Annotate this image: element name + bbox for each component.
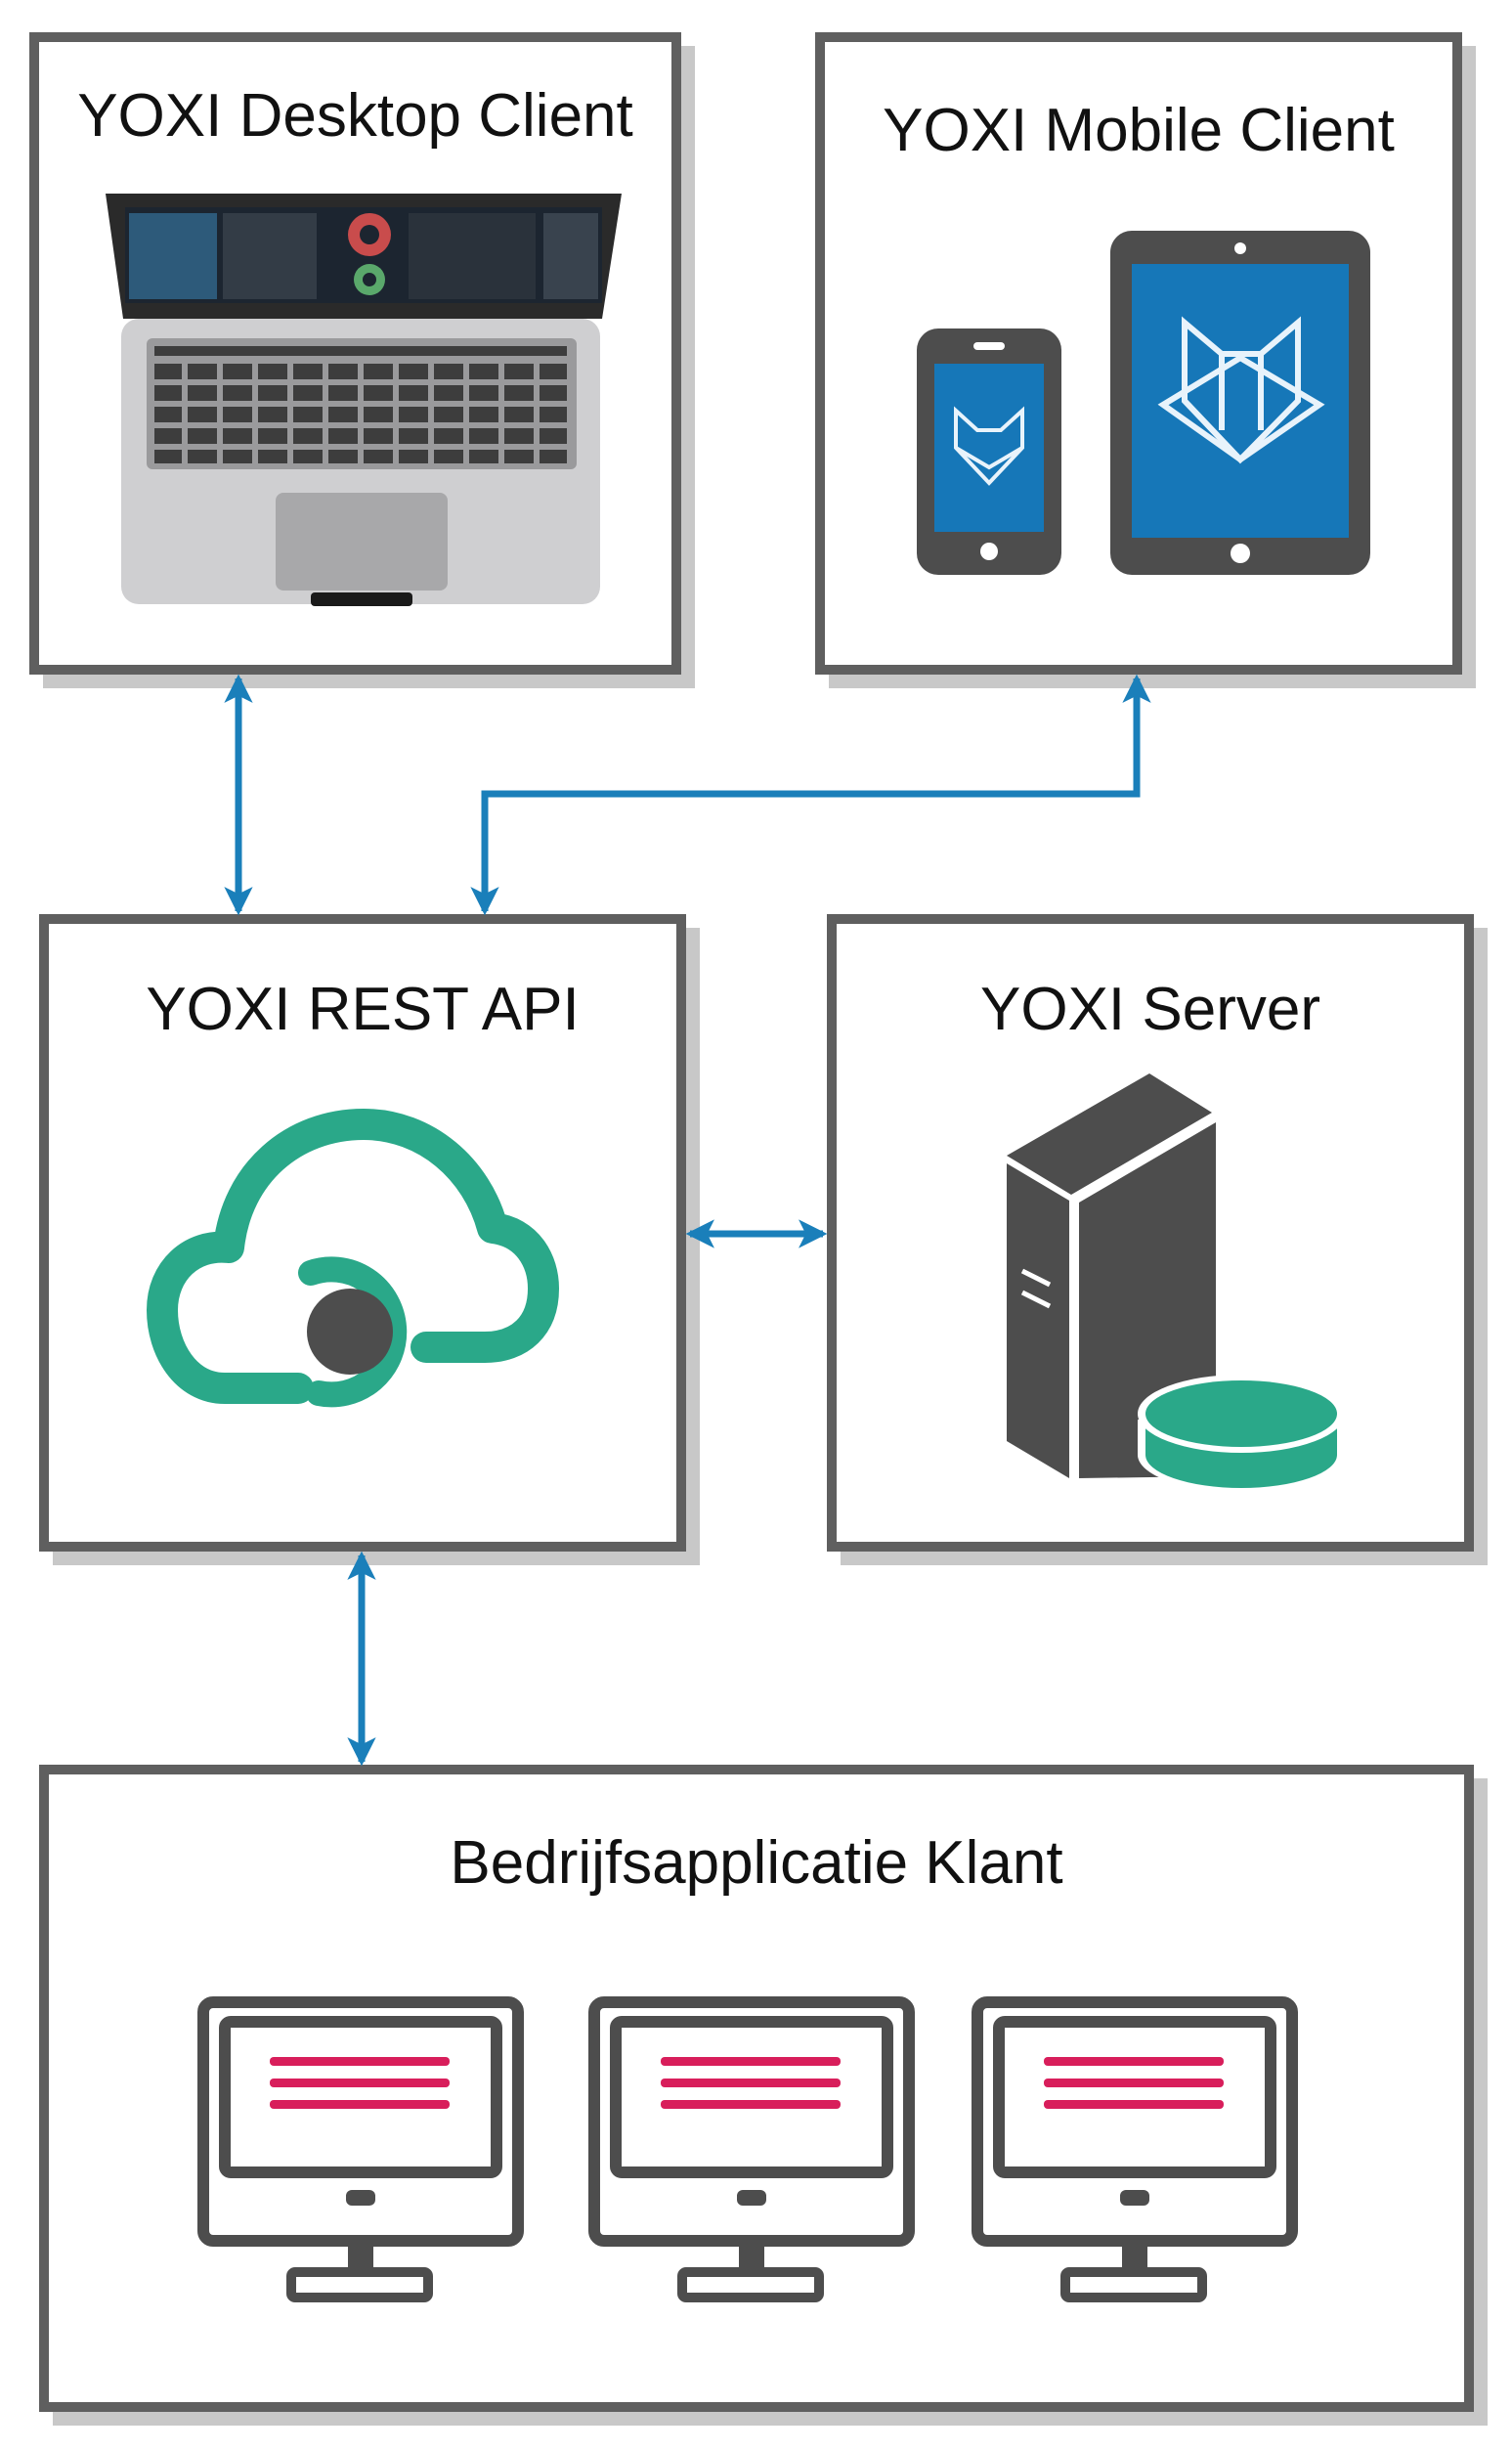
- server-title: YOXI Server: [980, 976, 1320, 1043]
- phone-and-tablet-icon: [917, 231, 1370, 575]
- monitor-icon: [197, 1996, 524, 2302]
- monitor-icon: [972, 1996, 1298, 2302]
- arrow-mobile-api: [470, 674, 1151, 916]
- klant-title: Bedrijfsapplicatie Klant: [450, 1829, 1063, 1897]
- server-database-icon: [1007, 1073, 1345, 1492]
- monitor-icon: [588, 1996, 915, 2302]
- rest-api-box: YOXI REST API: [39, 914, 686, 1552]
- desktop-client-title: YOXI Desktop Client: [77, 82, 633, 150]
- cloud-sync-icon: [147, 1109, 559, 1408]
- mobile-client-title: YOXI Mobile Client: [883, 97, 1395, 164]
- laptop-icon: [106, 194, 622, 606]
- rest-api-title: YOXI REST API: [146, 976, 580, 1043]
